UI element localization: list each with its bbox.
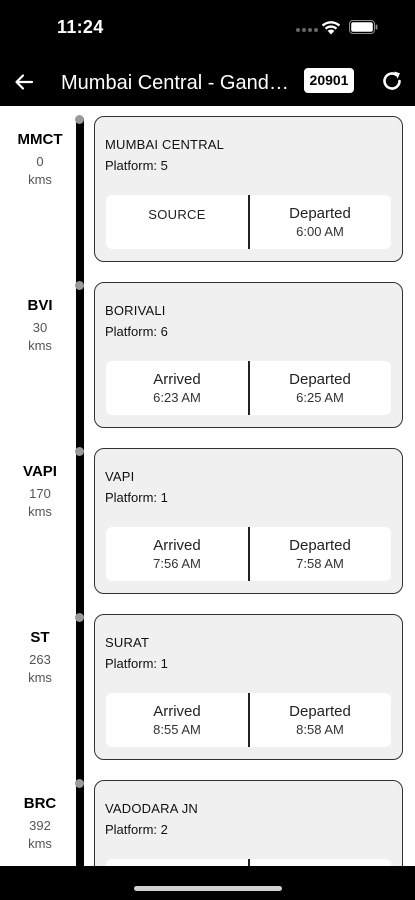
time-box: SOURCE Departed 6:00 AM [106, 195, 391, 249]
platform-number: Platform: 1 [105, 656, 168, 671]
arrival-time: 8:55 AM [153, 722, 201, 737]
station-distance: 0 [36, 154, 44, 169]
arrival-cell: SOURCE [106, 195, 248, 249]
station-code: ST [30, 629, 50, 646]
stop-item: VAPI 170 kms VAPI Platform: 1 Arrived 7:… [0, 438, 415, 604]
timeline-dot [75, 281, 84, 290]
route-timeline[interactable]: MMCT 0 kms MUMBAI CENTRAL Platform: 5 SO… [0, 106, 415, 866]
stop-item: BRC 392 kms VADODARA JN Platform: 2 [0, 770, 415, 866]
arrival-cell: Arrived 8:55 AM [106, 693, 248, 747]
departure-label: Departed [289, 703, 351, 720]
timeline-line [76, 118, 84, 866]
station-distance: 30 [32, 320, 48, 335]
platform-number: Platform: 5 [105, 158, 168, 173]
arrival-label: Arrived [153, 703, 201, 720]
departure-time: 8:58 AM [296, 722, 344, 737]
departure-time: 6:00 AM [296, 224, 344, 239]
station-code: BRC [23, 795, 57, 812]
departure-cell: Departed 7:58 AM [249, 527, 391, 581]
time-box [106, 859, 391, 866]
time-box: Arrived 8:55 AM Departed 8:58 AM [106, 693, 391, 747]
station-distance: 392 [29, 818, 51, 833]
station-name: BORIVALI [105, 303, 166, 318]
timeline-dot [75, 447, 84, 456]
distance-unit: kms [28, 338, 52, 353]
station-name: VADODARA JN [105, 801, 198, 816]
station-name: VAPI [105, 469, 135, 484]
stop-card[interactable]: SURAT Platform: 1 Arrived 8:55 AM Depart… [94, 614, 403, 760]
time-divider [248, 693, 250, 747]
arrival-cell [106, 859, 248, 866]
departure-cell: Departed 6:25 AM [249, 361, 391, 415]
stop-card[interactable]: BORIVALI Platform: 6 Arrived 6:23 AM Dep… [94, 282, 403, 428]
distance-unit: kms [28, 836, 52, 851]
station-distance: 170 [29, 486, 51, 501]
back-arrow-icon[interactable] [12, 70, 36, 94]
train-number-badge: 20901 [304, 68, 354, 93]
arrival-label: SOURCE [148, 207, 206, 222]
time-box: Arrived 7:56 AM Departed 7:58 AM [106, 527, 391, 581]
departure-cell: Departed 8:58 AM [249, 693, 391, 747]
timeline-dot [75, 613, 84, 622]
stop-item: BVI 30 kms BORIVALI Platform: 6 Arrived … [0, 272, 415, 438]
departure-cell [249, 859, 391, 866]
time-box: Arrived 6:23 AM Departed 6:25 AM [106, 361, 391, 415]
arrival-time: 6:23 AM [153, 390, 201, 405]
station-distance: 263 [29, 652, 51, 667]
arrival-label: Arrived [153, 371, 201, 388]
station-name: SURAT [105, 635, 150, 650]
status-time: 11:24 [57, 17, 104, 37]
wifi-icon [321, 21, 341, 35]
stop-card[interactable]: MUMBAI CENTRAL Platform: 5 SOURCE Depart… [94, 116, 403, 262]
departure-cell: Departed 6:00 AM [249, 195, 391, 249]
departure-label: Departed [289, 205, 351, 222]
stop-item: ST 263 kms SURAT Platform: 1 Arrived 8:5… [0, 604, 415, 770]
distance-unit: kms [28, 172, 52, 187]
station-name: MUMBAI CENTRAL [105, 137, 225, 152]
station-code: BVI [27, 297, 53, 314]
departure-label: Departed [289, 371, 351, 388]
platform-number: Platform: 6 [105, 324, 168, 339]
timeline-dot [75, 115, 84, 124]
time-divider [248, 195, 250, 249]
refresh-icon[interactable] [380, 69, 404, 93]
departure-time: 7:58 AM [296, 556, 344, 571]
platform-number: Platform: 2 [105, 822, 168, 837]
arrival-time: 7:56 AM [153, 556, 201, 571]
home-indicator[interactable] [134, 886, 282, 891]
time-divider [248, 361, 250, 415]
station-code: VAPI [23, 463, 57, 480]
cellular-signal-icon [296, 28, 318, 32]
timeline-dot [75, 779, 84, 788]
stop-card[interactable]: VADODARA JN Platform: 2 [94, 780, 403, 866]
arrival-cell: Arrived 6:23 AM [106, 361, 248, 415]
platform-number: Platform: 1 [105, 490, 168, 505]
app-bar: Mumbai Central - Gandhinagar 20901 [0, 58, 415, 106]
home-indicator-area [0, 866, 415, 900]
distance-unit: kms [28, 504, 52, 519]
battery-icon [349, 20, 378, 34]
departure-time: 6:25 AM [296, 390, 344, 405]
station-code: MMCT [17, 131, 63, 148]
arrival-cell: Arrived 7:56 AM [106, 527, 248, 581]
page-title: Mumbai Central - Gandhinagar [61, 72, 293, 94]
time-divider [248, 859, 250, 866]
time-divider [248, 527, 250, 581]
stop-card[interactable]: VAPI Platform: 1 Arrived 7:56 AM Departe… [94, 448, 403, 594]
status-bar: 11:24 [0, 0, 415, 58]
stop-item: MMCT 0 kms MUMBAI CENTRAL Platform: 5 SO… [0, 106, 415, 272]
distance-unit: kms [28, 670, 52, 685]
arrival-label: Arrived [153, 537, 201, 554]
departure-label: Departed [289, 537, 351, 554]
